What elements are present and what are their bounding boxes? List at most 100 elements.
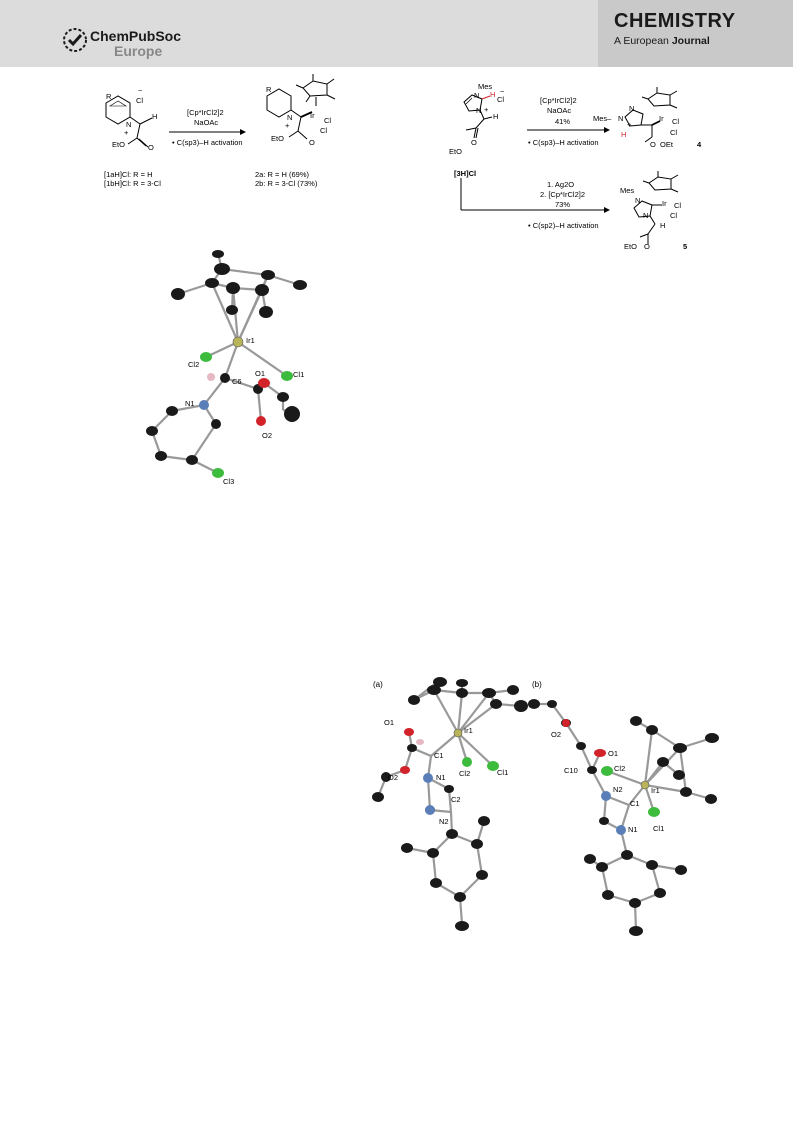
activation-note: • C(sp3)–H activation <box>172 138 243 147</box>
b-label-cl2: Cl2 <box>614 764 626 773</box>
reagent-1-iridium: [Cp*IrCl2]2 <box>540 96 577 105</box>
label-ir1: Ir1 <box>246 336 255 345</box>
counter-anion-cl: Cl <box>136 96 144 105</box>
chlorine-atom-icon <box>281 371 293 381</box>
p5-n-top: N <box>635 196 641 205</box>
p5-cl-2: Cl <box>670 211 678 220</box>
reagent-iridium-dimer: [Cp*IrCl2]2 <box>187 108 224 117</box>
a-label-n2: N2 <box>439 817 449 826</box>
p5-cl-1: Cl <box>674 201 682 210</box>
publisher-name: ChemPubSoc <box>90 28 182 44</box>
b-label-o1: O1 <box>608 749 619 758</box>
substrate-1a: [1aH]Cl: R = H <box>104 170 153 179</box>
chlorine-atom-icon <box>487 761 499 771</box>
a-label-ir1: Ir1 <box>464 726 473 735</box>
nitrogen-atom-icon <box>199 400 209 410</box>
pyridinium-n: N <box>126 120 132 129</box>
oxygen-atom-icon <box>256 416 266 426</box>
o-right: O <box>471 138 477 147</box>
b-label-n1: N1 <box>628 825 638 834</box>
oxygen-atom-icon <box>404 728 414 736</box>
oxygen-atom-icon <box>258 378 270 388</box>
publisher-region: Europe <box>114 43 163 59</box>
reagent-2-iridium: 2. [Cp*IrCl2]2 <box>540 190 586 199</box>
plus-charge: + <box>124 128 129 137</box>
p4-cl-2: Cl <box>670 128 678 137</box>
a-label-cl1: Cl1 <box>497 768 509 777</box>
chlorine-atom-icon <box>648 807 660 817</box>
product-n: N <box>287 113 293 122</box>
b-label-cl1: Cl1 <box>653 824 665 833</box>
a-label-o2: O2 <box>388 773 399 782</box>
p4-plus: + <box>627 120 632 129</box>
plus-charge-right: + <box>484 105 489 114</box>
chempubsoc-logo-icon <box>63 28 87 52</box>
minus-charge-right: − <box>500 87 505 96</box>
journal-title: CHEMISTRY <box>614 10 736 32</box>
product-ethoxy: EtO <box>271 134 284 143</box>
substrate-1b: [1bH]Cl: R = 3-Cl <box>104 179 161 188</box>
chlorine-atom-icon <box>200 352 212 362</box>
journal-banner <box>598 0 793 67</box>
a-label-cl2: Cl2 <box>459 769 471 778</box>
reagent-1-naoac: NaOAc <box>547 106 572 115</box>
a-label-n1: N1 <box>436 773 446 782</box>
ch2-hydrogen: H <box>152 112 158 121</box>
product-cl-1: Cl <box>324 116 332 125</box>
compound-4-label: 4 <box>697 140 702 149</box>
b-label-n2: N2 <box>613 785 623 794</box>
hydrogen-atom-icon <box>207 373 215 381</box>
p4-ir: Ir <box>659 114 664 123</box>
product-plus: + <box>285 121 290 130</box>
panel-a-label: (a) <box>373 680 383 689</box>
product-2b: 2b: R = 3-Cl (73%) <box>255 179 318 188</box>
substituent-r-product: R <box>266 85 272 94</box>
ethoxy-label: EtO <box>112 140 125 149</box>
anion-cl-right: Cl <box>497 95 505 104</box>
oxygen-atom-icon <box>562 719 570 727</box>
label-cl2: Cl2 <box>188 360 200 369</box>
panel-b-label: (b) <box>532 680 542 689</box>
p4-n-top: N <box>629 104 635 113</box>
p5-o: O <box>644 242 650 251</box>
carbonyl-o: O <box>148 143 154 152</box>
a-label-o1: O1 <box>384 718 395 727</box>
compound-5-label: 5 <box>683 242 688 251</box>
p5-n-bottom: N <box>643 211 649 220</box>
substrate-3h: [3H]Cl <box>454 169 477 178</box>
product-o: O <box>309 138 315 147</box>
a-label-c1: C1 <box>434 751 444 760</box>
b-label-o2: O2 <box>551 730 562 739</box>
product-2a: 2a: R = H (69%) <box>255 170 309 179</box>
hydrogen-atom-icon <box>416 739 424 745</box>
substituent-r: R <box>106 92 112 101</box>
label-o1: O1 <box>255 369 266 378</box>
b-label-c1: C1 <box>630 799 640 808</box>
imidazolium-n-bottom: N <box>476 106 482 115</box>
product-ir: Ir <box>310 111 315 120</box>
label-n1: N1 <box>185 399 195 408</box>
mesityl-label: Mes <box>478 82 493 91</box>
reagent-2-ag2o: 1. Ag2O <box>547 180 575 189</box>
p5-h: H <box>660 221 666 230</box>
label-cl3: Cl3 <box>223 477 235 486</box>
p4-o: O <box>650 140 656 149</box>
iridium-atom-icon <box>640 780 650 790</box>
product-cl-2: Cl <box>320 126 328 135</box>
ethoxy-right: EtO <box>449 147 462 156</box>
ch2-h-right: H <box>493 112 499 121</box>
chlorine-atom-icon <box>462 757 472 767</box>
label-c6: C6 <box>232 377 242 386</box>
chlorine-atom-icon <box>601 766 613 776</box>
nitrogen-atom-icon <box>616 825 626 835</box>
p5-mesityl: Mes <box>620 186 635 195</box>
reagent-sodium-acetate: NaOAc <box>194 118 219 127</box>
imidazolium-n-top: N <box>474 91 480 100</box>
b-label-c10: C10 <box>564 766 578 775</box>
journal-subtitle: A European Journal <box>614 35 710 47</box>
yield-5: 73% <box>555 200 571 209</box>
acidic-h-red: H <box>490 90 496 99</box>
p4-cl-1: Cl <box>672 117 680 126</box>
